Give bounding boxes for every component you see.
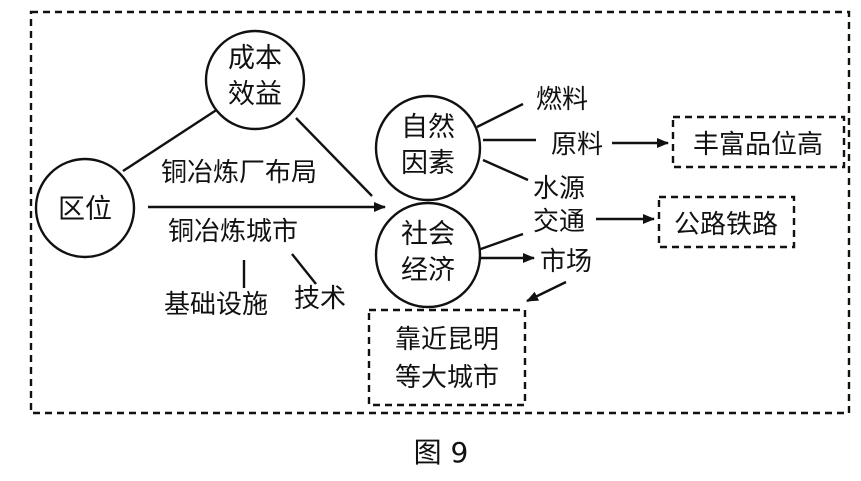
arrow-market-box	[526, 280, 567, 303]
label-transport: 交通	[533, 207, 585, 237]
label-fuel: 燃料	[536, 85, 588, 115]
label-market: 市场	[540, 247, 592, 277]
edge-social-transport	[477, 232, 524, 252]
node-cost-line1: 成本	[228, 43, 282, 74]
node-natural-line2: 因素	[401, 148, 455, 179]
label-copper-city: 铜冶炼城市	[168, 217, 298, 247]
box-near-kunming	[367, 308, 527, 407]
label-technology: 技术	[294, 284, 346, 314]
box-road-rail	[657, 195, 796, 249]
node-social-economic	[374, 201, 482, 309]
label-infrastructure: 基础设施	[164, 290, 268, 320]
edge-technology	[291, 253, 317, 285]
node-location-text: 区位	[58, 194, 112, 225]
label-copper-plant-layout: 铜冶炼厂布局	[161, 158, 317, 188]
edge-location-cost	[122, 107, 219, 173]
box-rich-grade-text: 丰富品位高	[693, 130, 823, 160]
node-social-line1: 社会	[401, 219, 455, 250]
box-road-rail-text: 公路铁路	[674, 210, 778, 240]
node-cost-line2: 效益	[228, 79, 282, 110]
box-near-kunming-line1: 靠近昆明	[395, 325, 499, 355]
box-rich-grade	[671, 115, 846, 169]
node-natural-factors	[374, 94, 482, 202]
edge-natural-water	[482, 158, 529, 182]
node-location	[34, 157, 136, 259]
box-near-kunming-line2: 等大城市	[395, 363, 499, 393]
outer-dashed-frame	[29, 10, 851, 415]
label-raw-material: 原料	[551, 130, 603, 160]
figure-caption: 图 9	[414, 436, 469, 469]
label-water: 水源	[533, 174, 585, 204]
edge-natural-fuel	[476, 102, 524, 129]
node-natural-line1: 自然	[401, 112, 455, 143]
edge-cost-social	[295, 117, 373, 197]
node-social-line2: 经济	[401, 255, 455, 286]
node-cost-benefit	[204, 29, 306, 131]
